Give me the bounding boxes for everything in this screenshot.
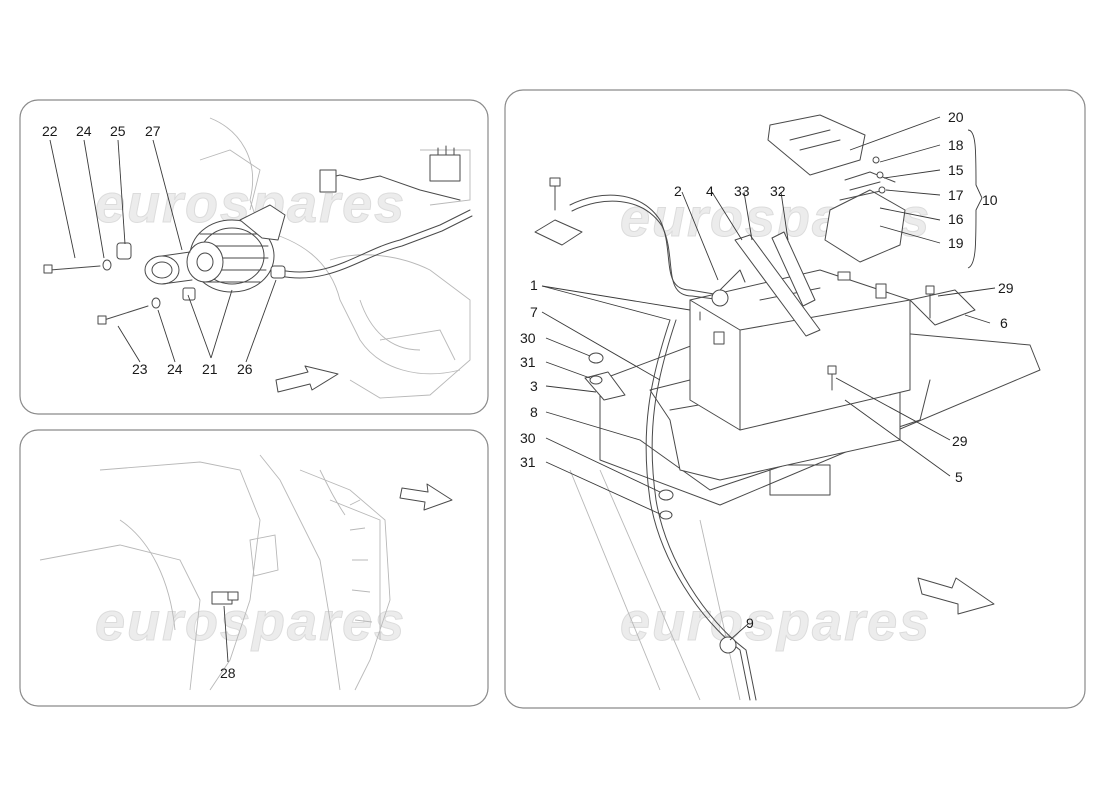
callout-label: 20 — [948, 109, 964, 125]
callout-label: 30 — [520, 430, 536, 446]
callout-label: 5 — [955, 469, 963, 485]
callout-label: 15 — [948, 162, 964, 178]
callout-label: 19 — [948, 235, 964, 251]
callout-label: 30 — [520, 330, 536, 346]
callout-label: 1 — [530, 277, 538, 293]
callout-label: 23 — [132, 361, 148, 377]
callout-label: 24 — [167, 361, 183, 377]
callout-label: 25 — [110, 123, 126, 139]
callout-label: 10 — [982, 192, 998, 208]
callout-label: 3 — [530, 378, 538, 394]
callout-label: 33 — [734, 183, 750, 199]
callout-label: 17 — [948, 187, 964, 203]
alternator-assembly — [43, 117, 473, 399]
callout-label: 8 — [530, 404, 538, 420]
callout-label: 9 — [746, 615, 754, 631]
callout-label: 6 — [1000, 315, 1008, 331]
callout-label: 26 — [237, 361, 253, 377]
callout-label: 28 — [220, 665, 236, 681]
callout-label: 24 — [76, 123, 92, 139]
callout-label: 31 — [520, 454, 536, 470]
connector-assembly — [39, 454, 391, 691]
watermark-text: eurospares — [95, 592, 406, 652]
battery-assembly — [534, 114, 1041, 701]
direction-arrow-icon — [275, 365, 339, 393]
callout-label: 18 — [948, 137, 964, 153]
callout-label: 29 — [952, 433, 968, 449]
callout-label: 27 — [145, 123, 161, 139]
callout-label: 21 — [202, 361, 218, 377]
callout-label: 7 — [530, 304, 538, 320]
direction-arrow-icon — [399, 483, 453, 511]
callout-label: 32 — [770, 183, 786, 199]
callout-label: 16 — [948, 211, 964, 227]
callout-label: 29 — [998, 280, 1014, 296]
callout-label: 22 — [42, 123, 58, 139]
watermark-text: eurospares — [620, 592, 931, 652]
callout-label: 31 — [520, 354, 536, 370]
callout-label: 4 — [706, 183, 714, 199]
battery-callouts: 20 18 15 17 16 19 10 2 4 33 32 1 7 29 6 … — [520, 109, 1014, 631]
callout-label: 2 — [674, 183, 682, 199]
alternator-callouts: 22 24 25 27 23 24 21 26 — [42, 123, 253, 377]
direction-arrow-icon — [917, 577, 995, 615]
